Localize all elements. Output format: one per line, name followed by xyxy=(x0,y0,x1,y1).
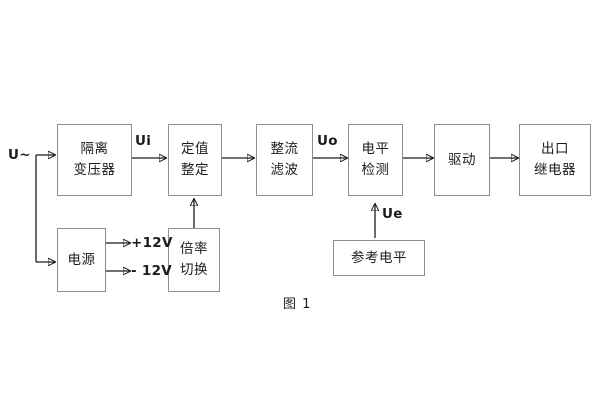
block-level-detect[interactable]: 电平 检测 xyxy=(348,124,403,196)
signal-label-neg-12v: - 12V xyxy=(131,263,173,279)
block-level-detect-line-2: 检测 xyxy=(361,162,390,178)
block-power-supply[interactable]: 电源 xyxy=(57,228,106,292)
signal-label-pos-12v: +12V xyxy=(131,235,173,251)
block-isolation-transformer-line-1: 隔离 xyxy=(80,141,109,158)
block-drive-line-1: 驱动 xyxy=(448,151,476,168)
block-drive[interactable]: 驱动 xyxy=(434,124,490,196)
block-rectify-filter-line-2: 滤波 xyxy=(270,162,299,178)
figure-caption: 图 1 xyxy=(283,297,312,312)
signal-label-uo: Uo xyxy=(317,133,338,149)
signal-label-ui: Ui xyxy=(135,133,152,149)
block-rectify-filter[interactable]: 整流 滤波 xyxy=(256,124,313,196)
block-output-relay[interactable]: 出口 继电器 xyxy=(519,124,591,196)
block-level-detect-line-1: 电平 xyxy=(361,141,390,158)
block-output-relay-line-1: 出口 xyxy=(541,141,569,158)
input-label: U~ xyxy=(8,147,31,163)
block-isolation-transformer[interactable]: 隔离 变压器 xyxy=(57,124,132,196)
block-setting-value-line-1: 定值 xyxy=(181,141,209,158)
block-reference-level-line-1: 参考电平 xyxy=(351,249,407,266)
block-setting-value-line-2: 整定 xyxy=(181,162,209,178)
block-rectify-filter-line-1: 整流 xyxy=(270,141,299,158)
signal-label-ue: Ue xyxy=(382,206,403,222)
block-multiplier-switch[interactable]: 倍率 切换 xyxy=(168,228,220,292)
block-power-supply-line-1: 电源 xyxy=(67,251,96,268)
block-isolation-transformer-line-2: 变压器 xyxy=(73,162,116,178)
block-multiplier-switch-line-2: 切换 xyxy=(180,262,208,278)
block-setting-value[interactable]: 定值 整定 xyxy=(168,124,222,196)
block-reference-level[interactable]: 参考电平 xyxy=(333,240,425,276)
block-multiplier-switch-line-1: 倍率 xyxy=(180,241,208,258)
block-output-relay-line-2: 继电器 xyxy=(534,162,576,178)
